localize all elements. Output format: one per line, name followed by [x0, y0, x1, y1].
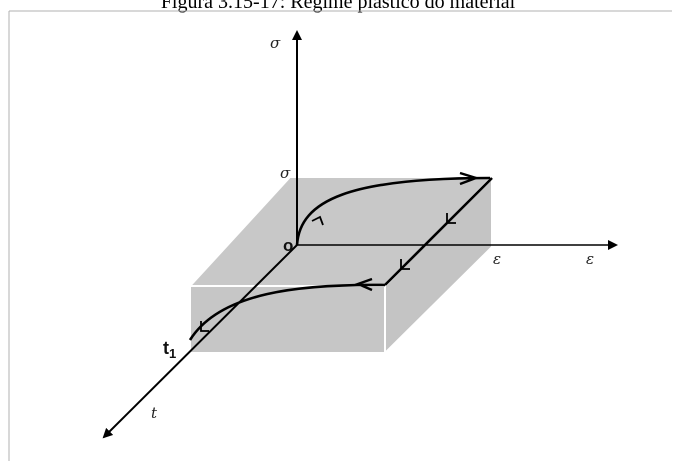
t1-label-sub: 1 — [169, 346, 176, 361]
unloading-line — [384, 177, 493, 286]
t-axis — [102, 244, 298, 439]
loading-curve-tick — [311, 215, 324, 226]
loading-curve-arrow — [459, 171, 480, 186]
sigma-axis-label: σ — [270, 34, 281, 52]
figure-caption: Figura 3.15-17: Regime plástico do mater… — [160, 0, 516, 13]
loading-curve — [295, 176, 491, 246]
unloading-tick-lower — [400, 259, 410, 270]
return-curve-arrow — [354, 277, 373, 292]
origin-label: o — [283, 236, 293, 255]
return-curve — [188, 283, 386, 341]
return-curve-tick — [200, 321, 209, 332]
box-front-face — [189, 285, 386, 354]
t1-label-main: t — [163, 338, 169, 358]
t-axis-label: t — [151, 404, 158, 422]
epsilon-tick-label: ε — [493, 250, 501, 268]
unloading-tick-upper — [446, 213, 456, 224]
sigma-tick-label: σ — [280, 164, 291, 182]
t1-label: t1 — [163, 338, 176, 361]
epsilon-axis-label: ε — [586, 250, 594, 268]
